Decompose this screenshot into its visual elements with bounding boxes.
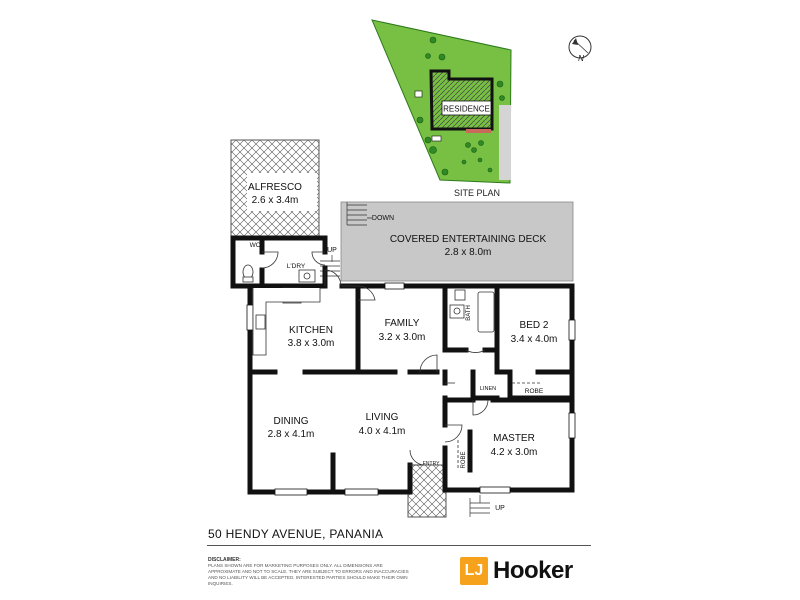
windows: [246, 282, 576, 496]
deck-up-label: UP: [327, 247, 337, 254]
logo-mark-text: LJ: [464, 562, 484, 579]
disclaimer-title: DISCLAIMER:: [208, 557, 241, 563]
entry-up-stairs: [469, 495, 490, 517]
living-size: 4.0 x 4.1m: [359, 426, 406, 437]
bed2-name: BED 2: [520, 320, 549, 331]
kitchen-name: KITCHEN: [289, 325, 333, 336]
entry-porch: [407, 464, 447, 518]
alfresco-name: ALFRESCO: [248, 182, 302, 193]
dining-name: DINING: [274, 416, 309, 427]
robe-bed2-label: ROBE: [525, 388, 544, 395]
living-name: LIVING: [366, 412, 399, 423]
linen-label: LINEN: [480, 386, 496, 392]
doors: [261, 251, 489, 466]
compass-icon: N: [568, 35, 592, 63]
site-driveway: [499, 105, 511, 180]
small-labels: WC L'DRY BATH ROBE LINEN ROBE ENTRY DOWN…: [250, 215, 544, 512]
site-plan: RESIDENCE SITE PLAN N: [371, 19, 592, 198]
site-shrubs: [416, 36, 505, 176]
compass-north-label: N: [578, 54, 584, 63]
lj-logo-icon: LJ: [460, 557, 488, 585]
bath-label: BATH: [466, 305, 472, 321]
alfresco-size: 2.6 x 3.4m: [252, 195, 299, 206]
site-residence: [429, 69, 494, 131]
room-labels: ALFRESCO 2.6 x 3.4m COVERED ENTERTAINING…: [248, 182, 557, 458]
deck-size: 2.8 x 8.0m: [445, 247, 492, 258]
master-name: MASTER: [493, 433, 535, 444]
deck-down-stairs: [346, 202, 372, 226]
bath-icon: [477, 291, 495, 333]
dining-size: 2.8 x 4.1m: [268, 429, 315, 440]
fixtures: [242, 264, 495, 356]
agency-logo: LJ Hooker: [460, 556, 590, 586]
entry-up-label: UP: [495, 505, 505, 512]
family-size: 3.2 x 3.0m: [379, 332, 426, 343]
wc-label: WC: [250, 242, 261, 249]
kitchen-size: 3.8 x 3.0m: [288, 338, 335, 349]
down-label: DOWN: [372, 215, 394, 222]
laundry-label: L'DRY: [287, 263, 306, 270]
deck-name: COVERED ENTERTAINING DECK: [390, 234, 547, 245]
logo-wordmark: Hooker: [493, 557, 573, 584]
site-residence-label: RESIDENCE: [443, 105, 490, 114]
disclaimer-text: PLANS SHOWN ARE FOR MARKETING PURPOSES O…: [208, 563, 409, 586]
site-plan-caption: SITE PLAN: [454, 188, 500, 198]
master-size: 4.2 x 3.0m: [491, 447, 538, 458]
sink-icon: [255, 314, 266, 330]
bed2-size: 3.4 x 4.0m: [511, 334, 558, 345]
entry-label: ENTRY: [423, 461, 441, 467]
deck-area: [340, 201, 574, 282]
property-address: 50 HENDY AVENUE, PANANIA: [208, 527, 384, 541]
robe-master-label: ROBE: [461, 451, 467, 468]
footer-divider: [207, 545, 591, 546]
family-name: FAMILY: [385, 318, 420, 329]
